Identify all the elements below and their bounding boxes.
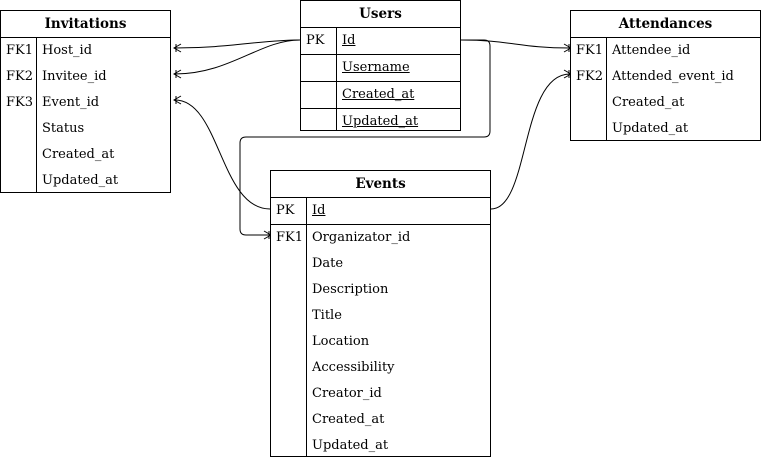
key-label [301,55,337,81]
field-row: FK1 Host_id [1,38,170,64]
field-name: Created_at [612,95,685,110]
column-divider [36,37,37,192]
field-row: Updated_at [301,109,460,135]
link-events-attended [490,73,571,210]
field-row: Accessibility [271,355,490,381]
key-label [271,303,307,329]
field-name: Id [312,203,326,218]
entity-invitations[interactable]: Invitations FK1 Host_id FK2 Invitee_id FK3… [0,10,171,193]
key-label [571,90,607,116]
field-name: Description [312,282,389,297]
field-name: Invitee_id [42,69,107,84]
field-row: Status [1,116,170,142]
field-name: Username [342,60,410,75]
link-events-event [174,99,271,210]
entity-title: Events [271,171,490,198]
key-label [271,381,307,407]
key-label [271,251,307,277]
column-divider [306,197,307,456]
field-row: FK1 Organizator_id [271,225,490,251]
field-row: FK3 Event_id [1,90,170,116]
entity-title: Invitations [1,11,170,38]
field-name: Title [312,308,342,323]
entity-attendances[interactable]: Attendances FK1 Attendee_id FK2 Attended_e… [570,10,761,141]
crowfoot-event [172,95,182,105]
link-users-host [174,39,301,49]
field-name: Event_id [42,95,100,110]
field-name: Date [312,256,344,271]
field-name: Updated_at [42,173,119,188]
field-row: Updated_at [1,168,170,194]
field-row: Description [271,277,490,303]
field-row: Created_at [571,90,760,116]
key-label: FK3 [6,95,34,110]
field-row: Updated_at [571,116,760,142]
key-label: FK1 [276,230,304,245]
key-label: PK [276,203,295,218]
key-label [271,433,307,459]
key-label [271,355,307,381]
field-name: Created_at [312,412,385,427]
key-label [301,109,337,135]
column-divider [606,37,607,140]
key-label [271,277,307,303]
field-row: FK2 Invitee_id [1,64,170,90]
key-label [1,116,37,142]
field-name: Updated_at [312,438,389,453]
field-name: Created_at [342,87,415,102]
key-label: PK [306,33,325,48]
link-users-attendee [460,39,571,49]
key-label: FK1 [6,43,34,58]
key-label: FK2 [6,69,34,84]
field-name: Updated_at [612,121,689,136]
entity-users[interactable]: Users PK Id Username Created_at Updated_a… [300,0,461,131]
key-label [1,142,37,168]
key-label [271,329,307,355]
key-label [271,407,307,433]
field-name: Accessibility [312,360,395,375]
key-label [301,82,337,108]
field-name: Attended_event_id [612,69,734,84]
field-row: FK2 Attended_event_id [571,64,760,90]
field-name: Creator_id [312,386,382,401]
column-divider [336,27,337,130]
field-row: Created_at [271,407,490,433]
field-name: Location [312,334,370,349]
field-row: FK1 Attendee_id [571,38,760,64]
key-label: FK1 [576,43,604,58]
field-name: Host_id [42,43,93,58]
key-label [571,116,607,142]
field-name: Created_at [42,147,115,162]
entity-title: Attendances [571,11,760,38]
link-users-organizator [239,39,491,236]
field-row: Title [271,303,490,329]
entity-events[interactable]: Events PK Id FK1 Organizator_id Date Descr… [270,170,491,457]
field-name: Id [342,33,356,48]
field-row: PK Id [301,28,460,55]
field-row: Updated_at [271,433,490,459]
field-name: Updated_at [342,114,419,129]
key-label [1,168,37,194]
field-name: Organizator_id [312,230,411,245]
crowfoot-invitee [172,69,182,79]
field-name: Attendee_id [612,43,691,58]
field-row: Created_at [301,82,460,109]
key-label: FK2 [576,69,604,84]
field-row: Date [271,251,490,277]
field-row: Creator_id [271,381,490,407]
field-row: PK Id [271,198,490,225]
link-users-invitee [174,39,301,75]
field-name: Status [42,121,85,136]
field-row: Location [271,329,490,355]
field-row: Created_at [1,142,170,168]
entity-title: Users [301,1,460,28]
crowfoot-host [172,43,182,53]
field-row: Username [301,55,460,82]
